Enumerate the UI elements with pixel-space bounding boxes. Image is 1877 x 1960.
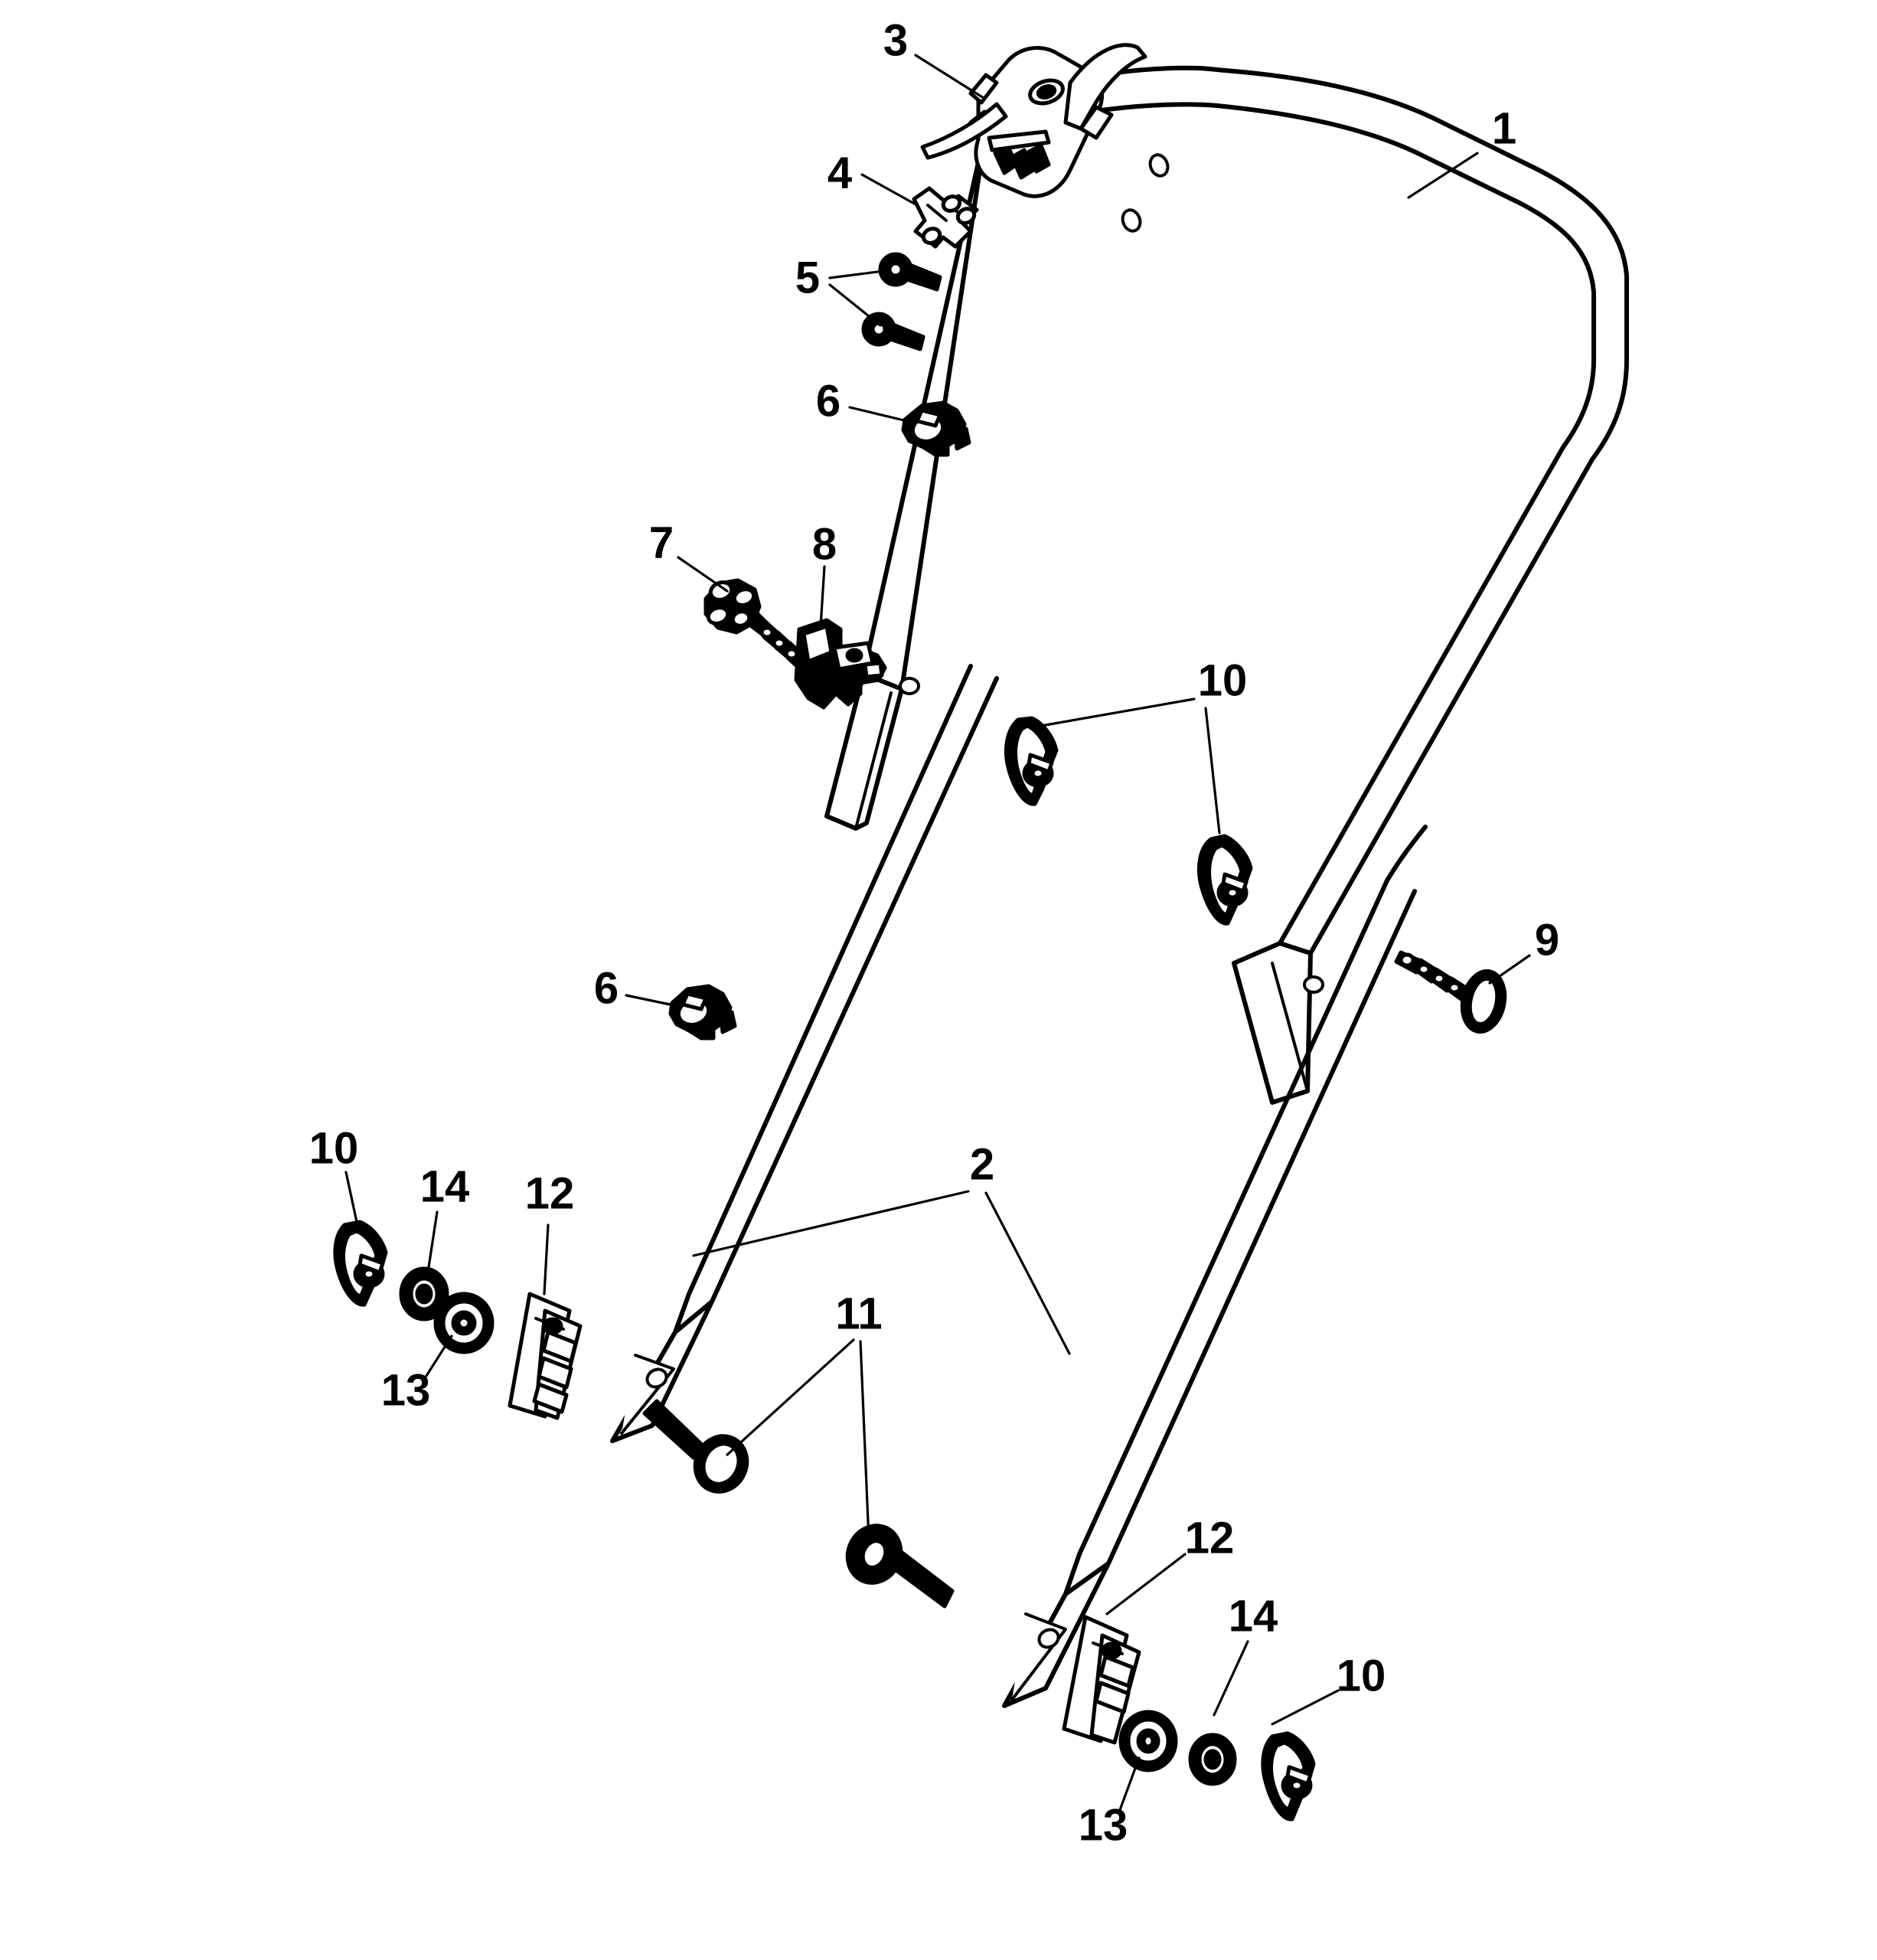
callout-number: 3 [883,15,908,65]
callout-4-cable-retainer-bracket: 4 [828,148,919,207]
callout-number: 6 [816,376,841,426]
part-flat-washer-a [433,1292,495,1354]
callout-number: 1 [1492,103,1516,153]
callout-number: 8 [812,519,837,569]
callout-number: 2 [970,1139,994,1189]
callout-10-wing-nut: 10 [1040,655,1248,835]
leader-line [1118,1756,1141,1811]
part-wing-nut-c [333,1220,388,1307]
leader-line [1040,697,1196,727]
leader-line [1204,707,1221,835]
part-wing-nut-a [1004,716,1059,806]
callout-6-cable-clip: 6 [816,376,909,426]
leader-line [425,1334,453,1377]
part-handle-clamp-block-b [1062,1615,1141,1745]
callout-number: 10 [309,1123,359,1173]
callout-number: 9 [1535,915,1559,965]
callout-13-flat-washer: 13 [1079,1756,1141,1850]
callout-14-lock-washer: 14 [1213,1591,1278,1717]
callout-number: 13 [1079,1800,1128,1850]
callout-10-wing-nut: 10 [309,1123,359,1223]
leader-line [859,1340,870,1542]
callout-number: 12 [525,1168,575,1218]
part-carriage-bolt-a [642,1399,749,1494]
callout-14-lock-washer: 14 [420,1161,470,1279]
leader-line [1105,1553,1187,1615]
leader-line [828,269,891,279]
callout-number: 10 [1337,1651,1386,1700]
leader-line [726,1338,855,1456]
callout-number: 7 [649,518,674,567]
callout-number: 14 [1229,1591,1278,1641]
part-handle-clamp-block-a [508,1292,583,1420]
leader-line [1213,1640,1249,1717]
part-knob-bolt [703,578,811,676]
callout-number: 4 [828,148,852,198]
callout-number: 10 [1198,655,1248,705]
part-cable-clip-upper [901,400,971,457]
callout-11-carriage-bolt: 11 [726,1289,883,1542]
leader-line [848,406,909,423]
callout-number: 6 [594,963,619,1013]
callout-number: 5 [795,253,820,302]
callout-9-thumb-screw: 9 [1488,915,1559,985]
part-lock-washer-a [399,1266,449,1321]
leader-line [984,1191,1071,1355]
leader-line [828,283,882,327]
part-handle-bracket [794,618,887,710]
callout-number: 12 [1185,1513,1235,1563]
callout-5-screw: 5 [795,253,891,327]
leader-line [819,565,826,628]
leader-line [543,1223,550,1295]
callout-12-handle-clamp-block: 12 [1105,1513,1235,1615]
part-cable-clip-lower [668,984,737,1040]
callout-13-flat-washer: 13 [381,1334,453,1415]
leader-line [914,54,985,100]
part-screw-lower [861,312,925,351]
leader-line [1271,1689,1340,1726]
leader-line [692,1190,970,1257]
callout-8-handle-bracket: 8 [812,519,837,628]
callout-7-knob-bolt: 7 [649,518,729,593]
leader-line [860,173,919,207]
callout-2-lower-handle-bar: 2 [692,1139,1071,1355]
part-control-lever-housing [920,43,1147,198]
callout-1-upper-handle-bar: 1 [1407,103,1516,199]
leader-line [1488,954,1531,985]
callout-number: 11 [835,1289,882,1338]
callout-10-wing-nut: 10 [1271,1651,1386,1726]
part-wing-nut-b [1196,834,1253,926]
part-lock-washer-b [1188,1733,1237,1786]
part-cable-retainer-bracket [912,186,979,249]
part-thumb-screw [1394,950,1507,1034]
leader-line [1407,152,1479,199]
part-lower-handle-bar [610,664,1428,1708]
part-carriage-bolt-b [845,1524,955,1609]
callout-6-cable-clip: 6 [594,963,675,1013]
leader-line [625,994,675,1007]
part-flat-washer-b [1118,1710,1178,1772]
callout-12-handle-clamp-block: 12 [525,1168,575,1295]
leader-line [344,1171,358,1223]
leader-line [426,1210,439,1279]
leader-line [677,556,729,593]
callout-3-control-lever-housing: 3 [883,15,985,100]
callout-number: 13 [381,1365,431,1415]
part-screw-upper [878,252,942,292]
part-wing-nut-d [1261,1731,1316,1821]
callout-number: 14 [420,1161,470,1211]
